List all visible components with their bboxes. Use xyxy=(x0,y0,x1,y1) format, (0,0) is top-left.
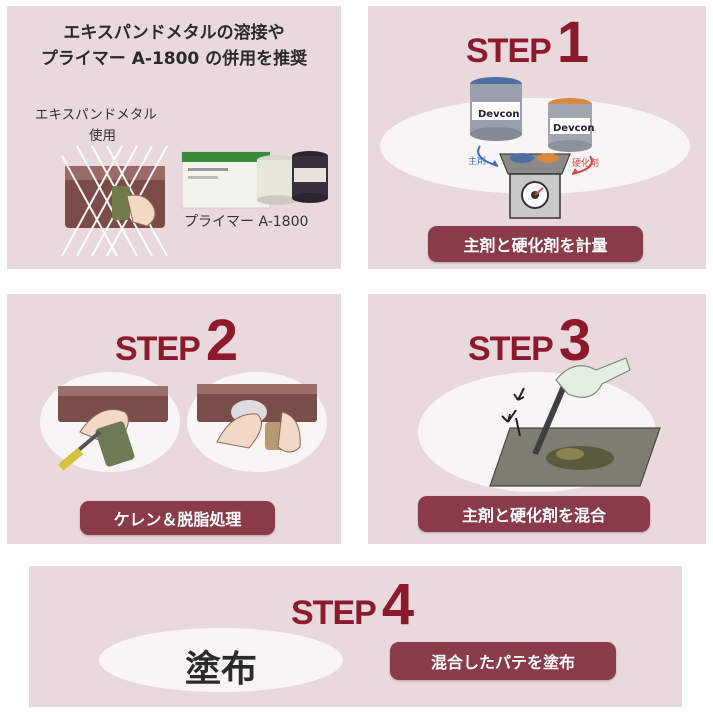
step3-number: 3 xyxy=(558,308,591,373)
expanded-metal-pipe-illustration xyxy=(61,145,168,257)
step4-number: 4 xyxy=(381,572,414,637)
scale-with-cans-illustration xyxy=(470,77,593,219)
intro-title-line2: プライマー A-1800 の併用を推奨 xyxy=(40,49,308,69)
step1-word: STEP xyxy=(466,32,552,70)
step4-caption: 混合したパテを塗布 xyxy=(390,642,616,680)
step4-word: STEP xyxy=(291,594,377,632)
step2-number: 2 xyxy=(205,308,238,373)
expand-metal-label-line1: エキスパンドメタル xyxy=(35,107,157,123)
step4-action: 塗布 xyxy=(184,649,257,690)
step3-word: STEP xyxy=(468,330,554,368)
intro-title-line1: エキスパンドメタルの溶接や xyxy=(63,23,285,43)
degreasing-cloth-illustration xyxy=(197,384,317,453)
step3-caption: 主剤と硬化剤を混合 xyxy=(418,496,650,532)
step1-number: 1 xyxy=(556,10,589,75)
wire-brush-cleaning-illustration xyxy=(58,386,168,471)
expand-metal-label-line2: 使用 xyxy=(89,128,116,144)
intro-panel: エキスパンドメタルの溶接や プライマー A-1800 の併用を推奨 エキスパンド… xyxy=(7,6,341,269)
step1-caption: 主剤と硬化剤を計量 xyxy=(428,226,643,262)
arrow-label-hardener: 硬化剤 xyxy=(572,159,600,169)
can-brand-main: Devcon xyxy=(478,109,520,120)
primer-label: プライマー A-1800 xyxy=(184,214,309,230)
arrow-label-main: 主剤 xyxy=(468,157,487,167)
mixing-illustration xyxy=(489,357,661,487)
step4-ellipse xyxy=(99,628,343,692)
primer-product-illustration xyxy=(181,151,328,209)
can-brand-hardener: Devcon xyxy=(553,123,595,134)
step2-caption: ケレン＆脱脂処理 xyxy=(80,501,275,535)
step2-word: STEP xyxy=(115,330,201,368)
